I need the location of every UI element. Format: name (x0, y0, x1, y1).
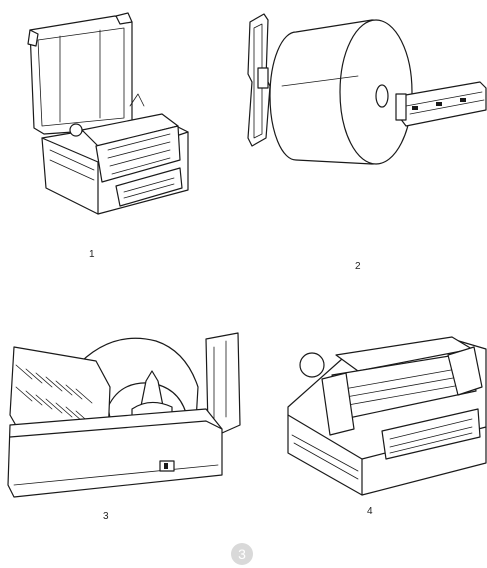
step-3-illustration (0, 325, 245, 500)
step-3-label: 3 (103, 511, 109, 522)
step-1-illustration (20, 10, 205, 220)
step-1-label: 1 (89, 249, 95, 260)
page-number-badge: 3 (231, 543, 253, 565)
step-2-label: 2 (355, 261, 361, 272)
step-4-illustration (282, 335, 487, 500)
step-4-label: 4 (367, 506, 373, 517)
step-2-illustration (240, 10, 487, 175)
